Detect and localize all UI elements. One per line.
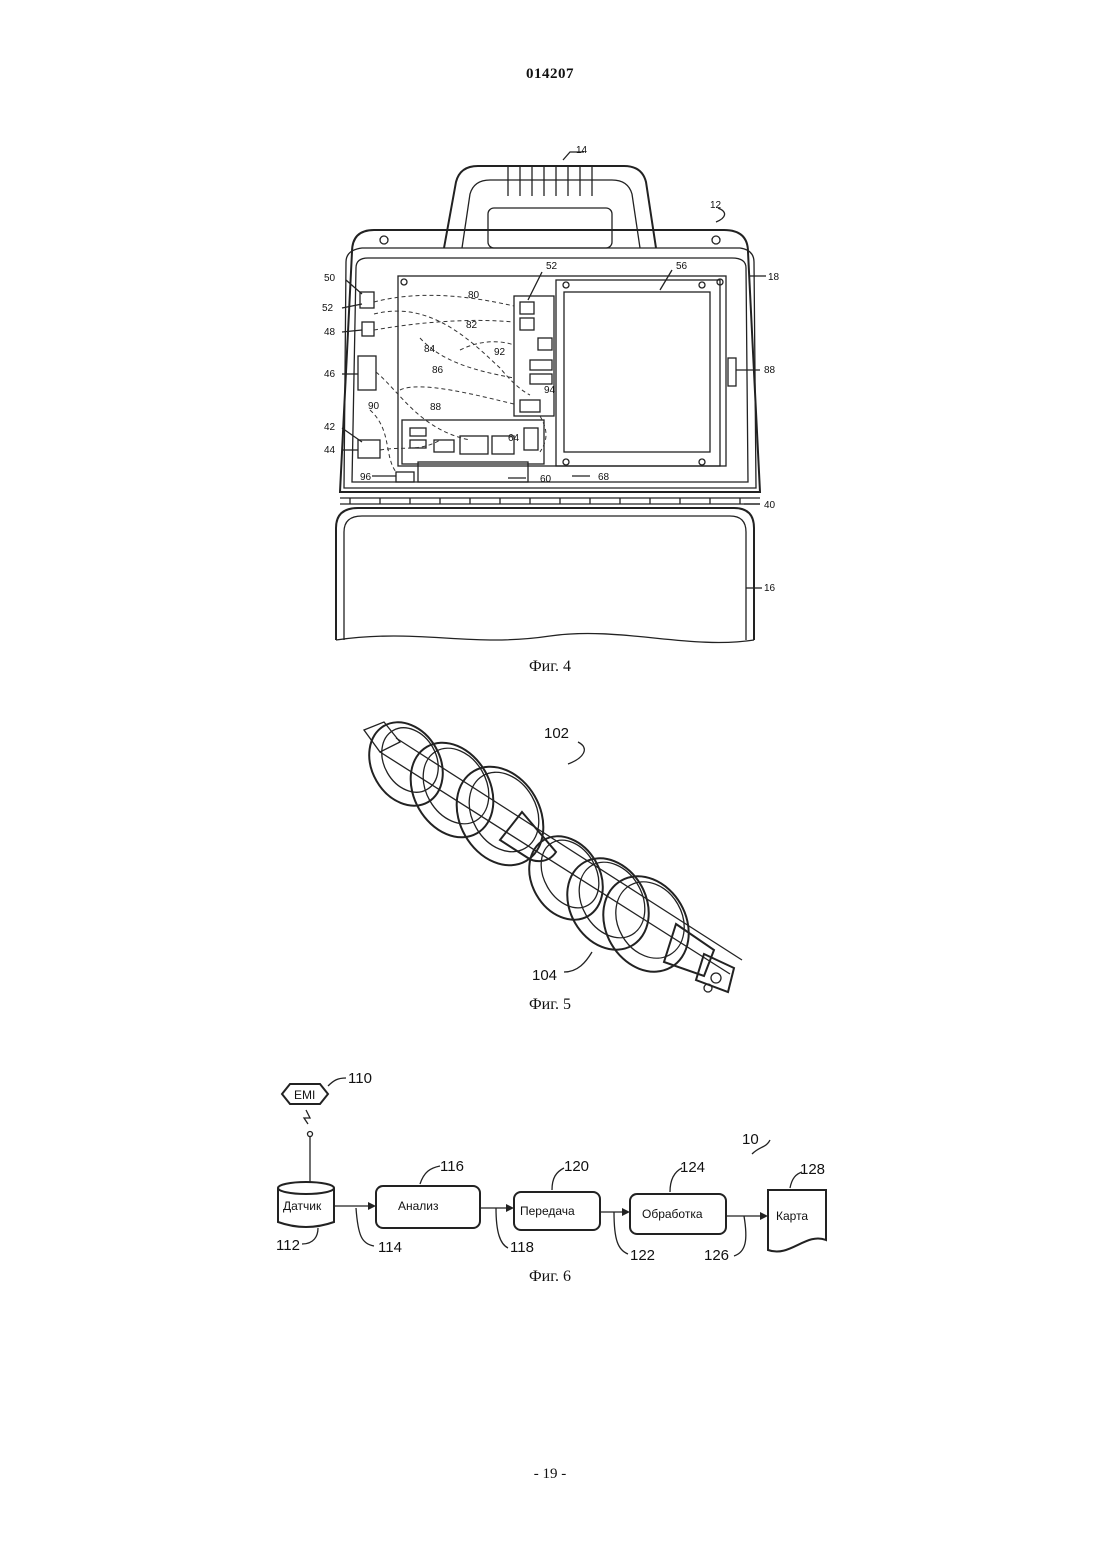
ref-86: 86 — [432, 365, 444, 376]
emi-label: EMI — [294, 1088, 315, 1102]
ref-10: 10 — [742, 1131, 759, 1148]
hinge-strip — [340, 498, 760, 504]
figure-4-drawing: 14 12 18 50 52 52 56 80 82 48 84 92 46 8… — [0, 130, 1100, 660]
ref-120: 120 — [564, 1158, 589, 1175]
ref-80: 80 — [468, 290, 480, 301]
ref-88-board: 88 — [430, 402, 442, 413]
circuit-board — [402, 420, 544, 464]
ref-84: 84 — [424, 344, 436, 355]
ref-94: 94 — [544, 385, 556, 396]
ref-82: 82 — [466, 320, 478, 331]
figure-6-drawing: EMI 110 Датчик Анализ Передача Обработка… — [0, 1060, 1100, 1270]
ref-114: 114 — [378, 1239, 402, 1256]
ref-104: 104 — [532, 967, 557, 984]
ref-126: 126 — [704, 1247, 729, 1264]
ref-40: 40 — [764, 500, 776, 511]
ref-116: 116 — [440, 1158, 464, 1175]
ref-60: 60 — [540, 474, 552, 485]
ref-90: 90 — [368, 401, 380, 412]
ref-12: 12 — [710, 200, 722, 211]
ref-48: 48 — [324, 327, 336, 338]
ref-122: 122 — [630, 1247, 655, 1264]
ref-46: 46 — [324, 369, 336, 380]
ref-14: 14 — [576, 145, 588, 156]
ref-18: 18 — [768, 272, 780, 283]
inner-panel — [398, 276, 726, 466]
figure-5-caption: Фиг. 5 — [0, 996, 1100, 1014]
middle-fitting — [500, 812, 556, 861]
ref-16: 16 — [764, 583, 776, 594]
ref-128: 128 — [800, 1161, 825, 1178]
document-number: 014207 — [0, 66, 1100, 83]
display-unit — [556, 280, 720, 466]
analysis-label: Анализ — [398, 1199, 439, 1213]
emission-arrow — [304, 1110, 310, 1124]
ref-52-left: 52 — [322, 303, 334, 314]
battery-block — [418, 462, 528, 482]
case-lower-lid — [336, 508, 754, 642]
ref-44: 44 — [324, 445, 336, 456]
figure-5-drawing: 102 104 — [0, 710, 1100, 1000]
ref-64: 64 — [508, 433, 520, 444]
ref-118: 118 — [510, 1239, 534, 1256]
page-number: - 19 - — [0, 1466, 1100, 1483]
ref-88-right: 88 — [764, 365, 776, 376]
ref-112: 112 — [276, 1237, 300, 1254]
ref-50: 50 — [324, 273, 336, 284]
case-handle — [444, 166, 656, 248]
ref-52-top: 52 — [546, 261, 558, 272]
figure-6-caption: Фиг. 6 — [0, 1268, 1100, 1286]
ref-56: 56 — [676, 261, 688, 272]
ref-96: 96 — [360, 472, 372, 483]
ref-110: 110 — [348, 1070, 372, 1087]
ref-102: 102 — [544, 725, 569, 742]
insulator-sheds — [355, 709, 706, 987]
ref-68: 68 — [598, 472, 610, 483]
sensor-label: Датчик — [283, 1199, 322, 1213]
figure-4-caption: Фиг. 4 — [0, 658, 1100, 676]
processing-label: Обработка — [642, 1207, 703, 1221]
connector-stack — [514, 296, 554, 416]
ref-42: 42 — [324, 422, 336, 433]
transfer-label: Передача — [520, 1204, 575, 1218]
right-end-housing — [664, 924, 714, 976]
ref-124: 124 — [680, 1159, 705, 1176]
map-label: Карта — [776, 1209, 808, 1223]
ref-92: 92 — [494, 347, 506, 358]
